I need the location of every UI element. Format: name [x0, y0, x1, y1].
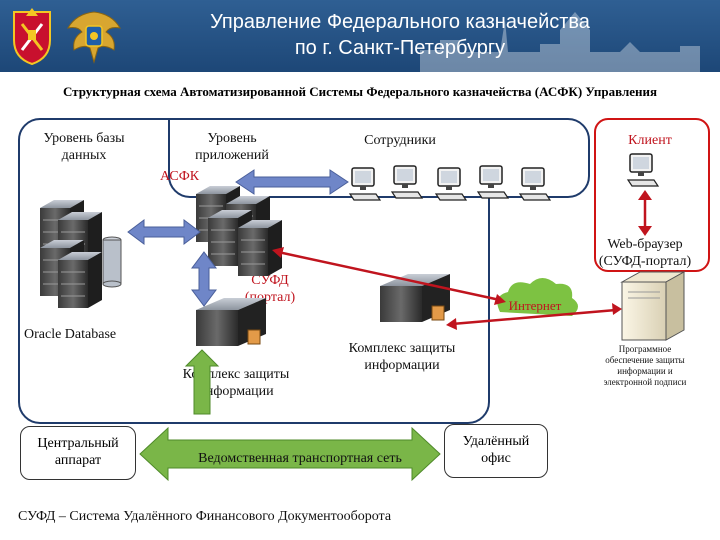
client-label: Клиент: [628, 133, 672, 148]
client-box: [594, 118, 710, 272]
transport-network-label: Ведомственная транспортная сеть: [198, 451, 402, 466]
internet-cloud-icon: [497, 278, 578, 316]
city-skyline: [420, 12, 700, 72]
header-title-line1: Управление Федерального казначейства: [210, 11, 590, 33]
employee-computer-icon: [349, 165, 551, 201]
app-employees-arrow: [235, 169, 349, 195]
client-browser-arrow: [638, 190, 652, 236]
client-computer-icon: [627, 153, 659, 187]
security-server-left-icon: [196, 298, 266, 346]
employees-panel: [168, 118, 590, 198]
database-server-rack-icon: [39, 199, 122, 309]
asfk-label: АСФК: [160, 169, 200, 184]
web-browser-label: Web-браузер(СУФД-портал): [598, 237, 692, 269]
emblem-icon: [13, 8, 51, 66]
security-server-arrow: [446, 303, 622, 330]
network-vertical-arrow: [184, 349, 220, 415]
header-banner: Управление Федерального казначейства по …: [0, 0, 720, 72]
header-title-line2: по г. Санкт-Петербургу: [294, 37, 506, 59]
coat-of-arms-icon: [67, 11, 121, 64]
security-server-center-icon: [380, 274, 450, 322]
diagram-title: Структурная схема Автоматизированной Сис…: [62, 84, 658, 99]
transport-network-arrow: [139, 426, 441, 482]
employees-label: Сотрудники: [364, 133, 436, 148]
internet-label: Интернет: [508, 298, 562, 313]
db-app-arrow: [127, 219, 201, 245]
desktop-server-icon: [620, 271, 686, 341]
footer-definition: СУФД – Система Удалённого Финансового До…: [18, 509, 392, 524]
oracle-label: Oracle Database: [24, 327, 117, 342]
portal-internet-arrow: [272, 247, 506, 305]
app-security-arrow: [191, 251, 217, 307]
